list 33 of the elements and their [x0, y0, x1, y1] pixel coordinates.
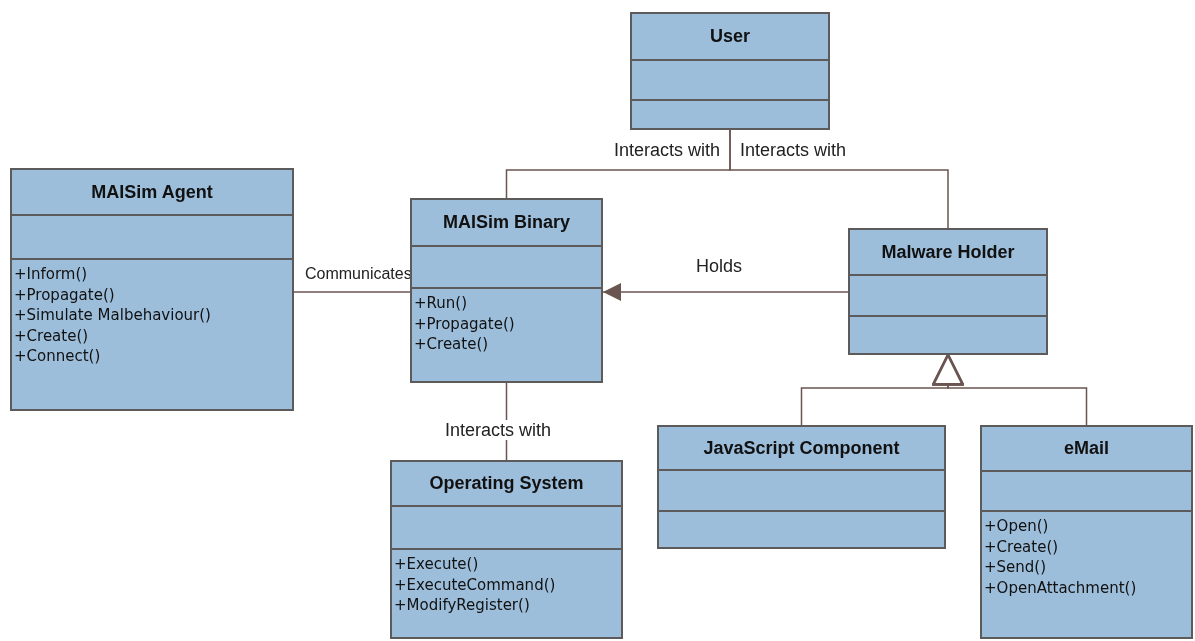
- method-text: +Propagate(): [413, 313, 515, 334]
- method-text: +Send(): [983, 557, 1047, 578]
- class-name: User: [710, 26, 750, 47]
- class-box: [657, 425, 946, 549]
- method-text: +ExecuteCommand(): [393, 574, 556, 595]
- method-text: +Propagate(): [13, 284, 115, 305]
- class-name: Malware Holder: [881, 241, 1015, 263]
- class-box: [848, 228, 1048, 355]
- method-text: +Run(): [413, 293, 468, 314]
- arrow: [932, 353, 1088, 426]
- method-text: +Simulate Malbehaviour(): [13, 305, 211, 326]
- method-text: +ModifyRegister(): [393, 595, 530, 616]
- method-text: +Execute(): [393, 554, 479, 575]
- class-box: [10, 168, 294, 411]
- method-text: +Create(): [413, 334, 489, 355]
- method-text: +OpenAttachment(): [983, 577, 1137, 598]
- class-name: JavaScript Component: [703, 437, 900, 459]
- class-name: eMail: [1064, 438, 1109, 459]
- association-line: [293, 291, 411, 293]
- class-name: MAISim Agent: [91, 181, 213, 203]
- method-text: +Create(): [983, 536, 1059, 557]
- class-name: Operating System: [429, 473, 584, 494]
- class-box: [410, 198, 603, 383]
- association-line: [729, 129, 949, 229]
- class-name: MAISim Binary: [443, 212, 570, 233]
- arrow: [602, 283, 849, 301]
- class-box: [630, 12, 830, 130]
- method-text: +Open(): [983, 516, 1049, 537]
- method-text: +Inform(): [13, 264, 88, 285]
- method-text: +Connect(): [13, 346, 101, 367]
- class-box: [390, 460, 623, 639]
- class-box: [980, 425, 1193, 639]
- method-text: +Create(): [13, 325, 89, 346]
